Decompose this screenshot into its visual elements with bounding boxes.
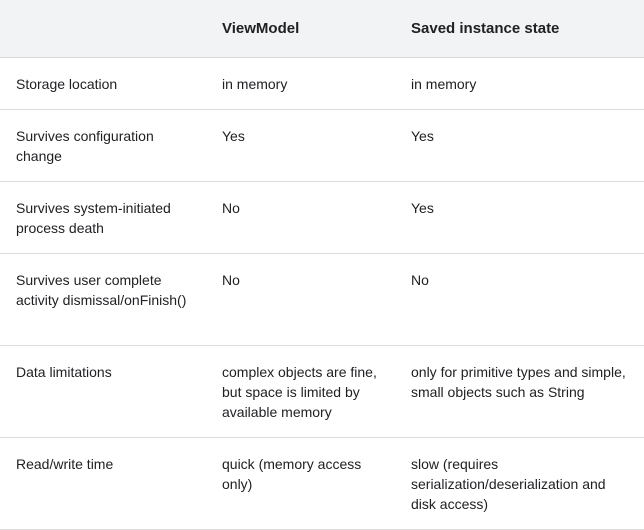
viewmodel-cell: in memory	[206, 57, 395, 110]
table-row: Storage location in memory in memory	[0, 57, 644, 110]
saved-state-cell: Yes	[395, 109, 644, 182]
saved-state-cell: slow (requires serialization/deserializa…	[395, 437, 644, 530]
table-row: Survives configuration change Yes Yes	[0, 109, 644, 182]
viewmodel-cell: Yes	[206, 109, 395, 182]
row-label-cell: Data limitations	[0, 345, 206, 438]
saved-state-cell: only for primitive types and simple, sma…	[395, 345, 644, 438]
saved-state-cell: Yes	[395, 181, 644, 254]
header-cell-viewmodel: ViewModel	[206, 0, 395, 58]
saved-state-cell: in memory	[395, 57, 644, 110]
row-label-cell: Survives system-initiated process death	[0, 181, 206, 254]
table-row: Read/write time quick (memory access onl…	[0, 437, 644, 530]
row-label-cell: Survives configuration change	[0, 109, 206, 182]
viewmodel-cell: No	[206, 181, 395, 254]
row-label-cell: Survives user complete activity dismissa…	[0, 253, 206, 346]
viewmodel-cell: complex objects are fine, but space is l…	[206, 345, 395, 438]
table-row: Survives user complete activity dismissa…	[0, 253, 644, 346]
table-row: Data limitations complex objects are fin…	[0, 345, 644, 438]
header-row: ViewModel Saved instance state	[0, 0, 644, 58]
row-label-cell: Storage location	[0, 57, 206, 110]
viewmodel-cell: No	[206, 253, 395, 346]
table-header: ViewModel Saved instance state	[0, 0, 644, 58]
header-cell-empty	[0, 0, 206, 58]
header-cell-saved-instance-state: Saved instance state	[395, 0, 644, 58]
saved-state-cell: No	[395, 253, 644, 346]
row-label-cell: Read/write time	[0, 437, 206, 530]
table-row: Survives system-initiated process death …	[0, 181, 644, 254]
table-body: Storage location in memory in memory Sur…	[0, 57, 644, 530]
viewmodel-cell: quick (memory access only)	[206, 437, 395, 530]
